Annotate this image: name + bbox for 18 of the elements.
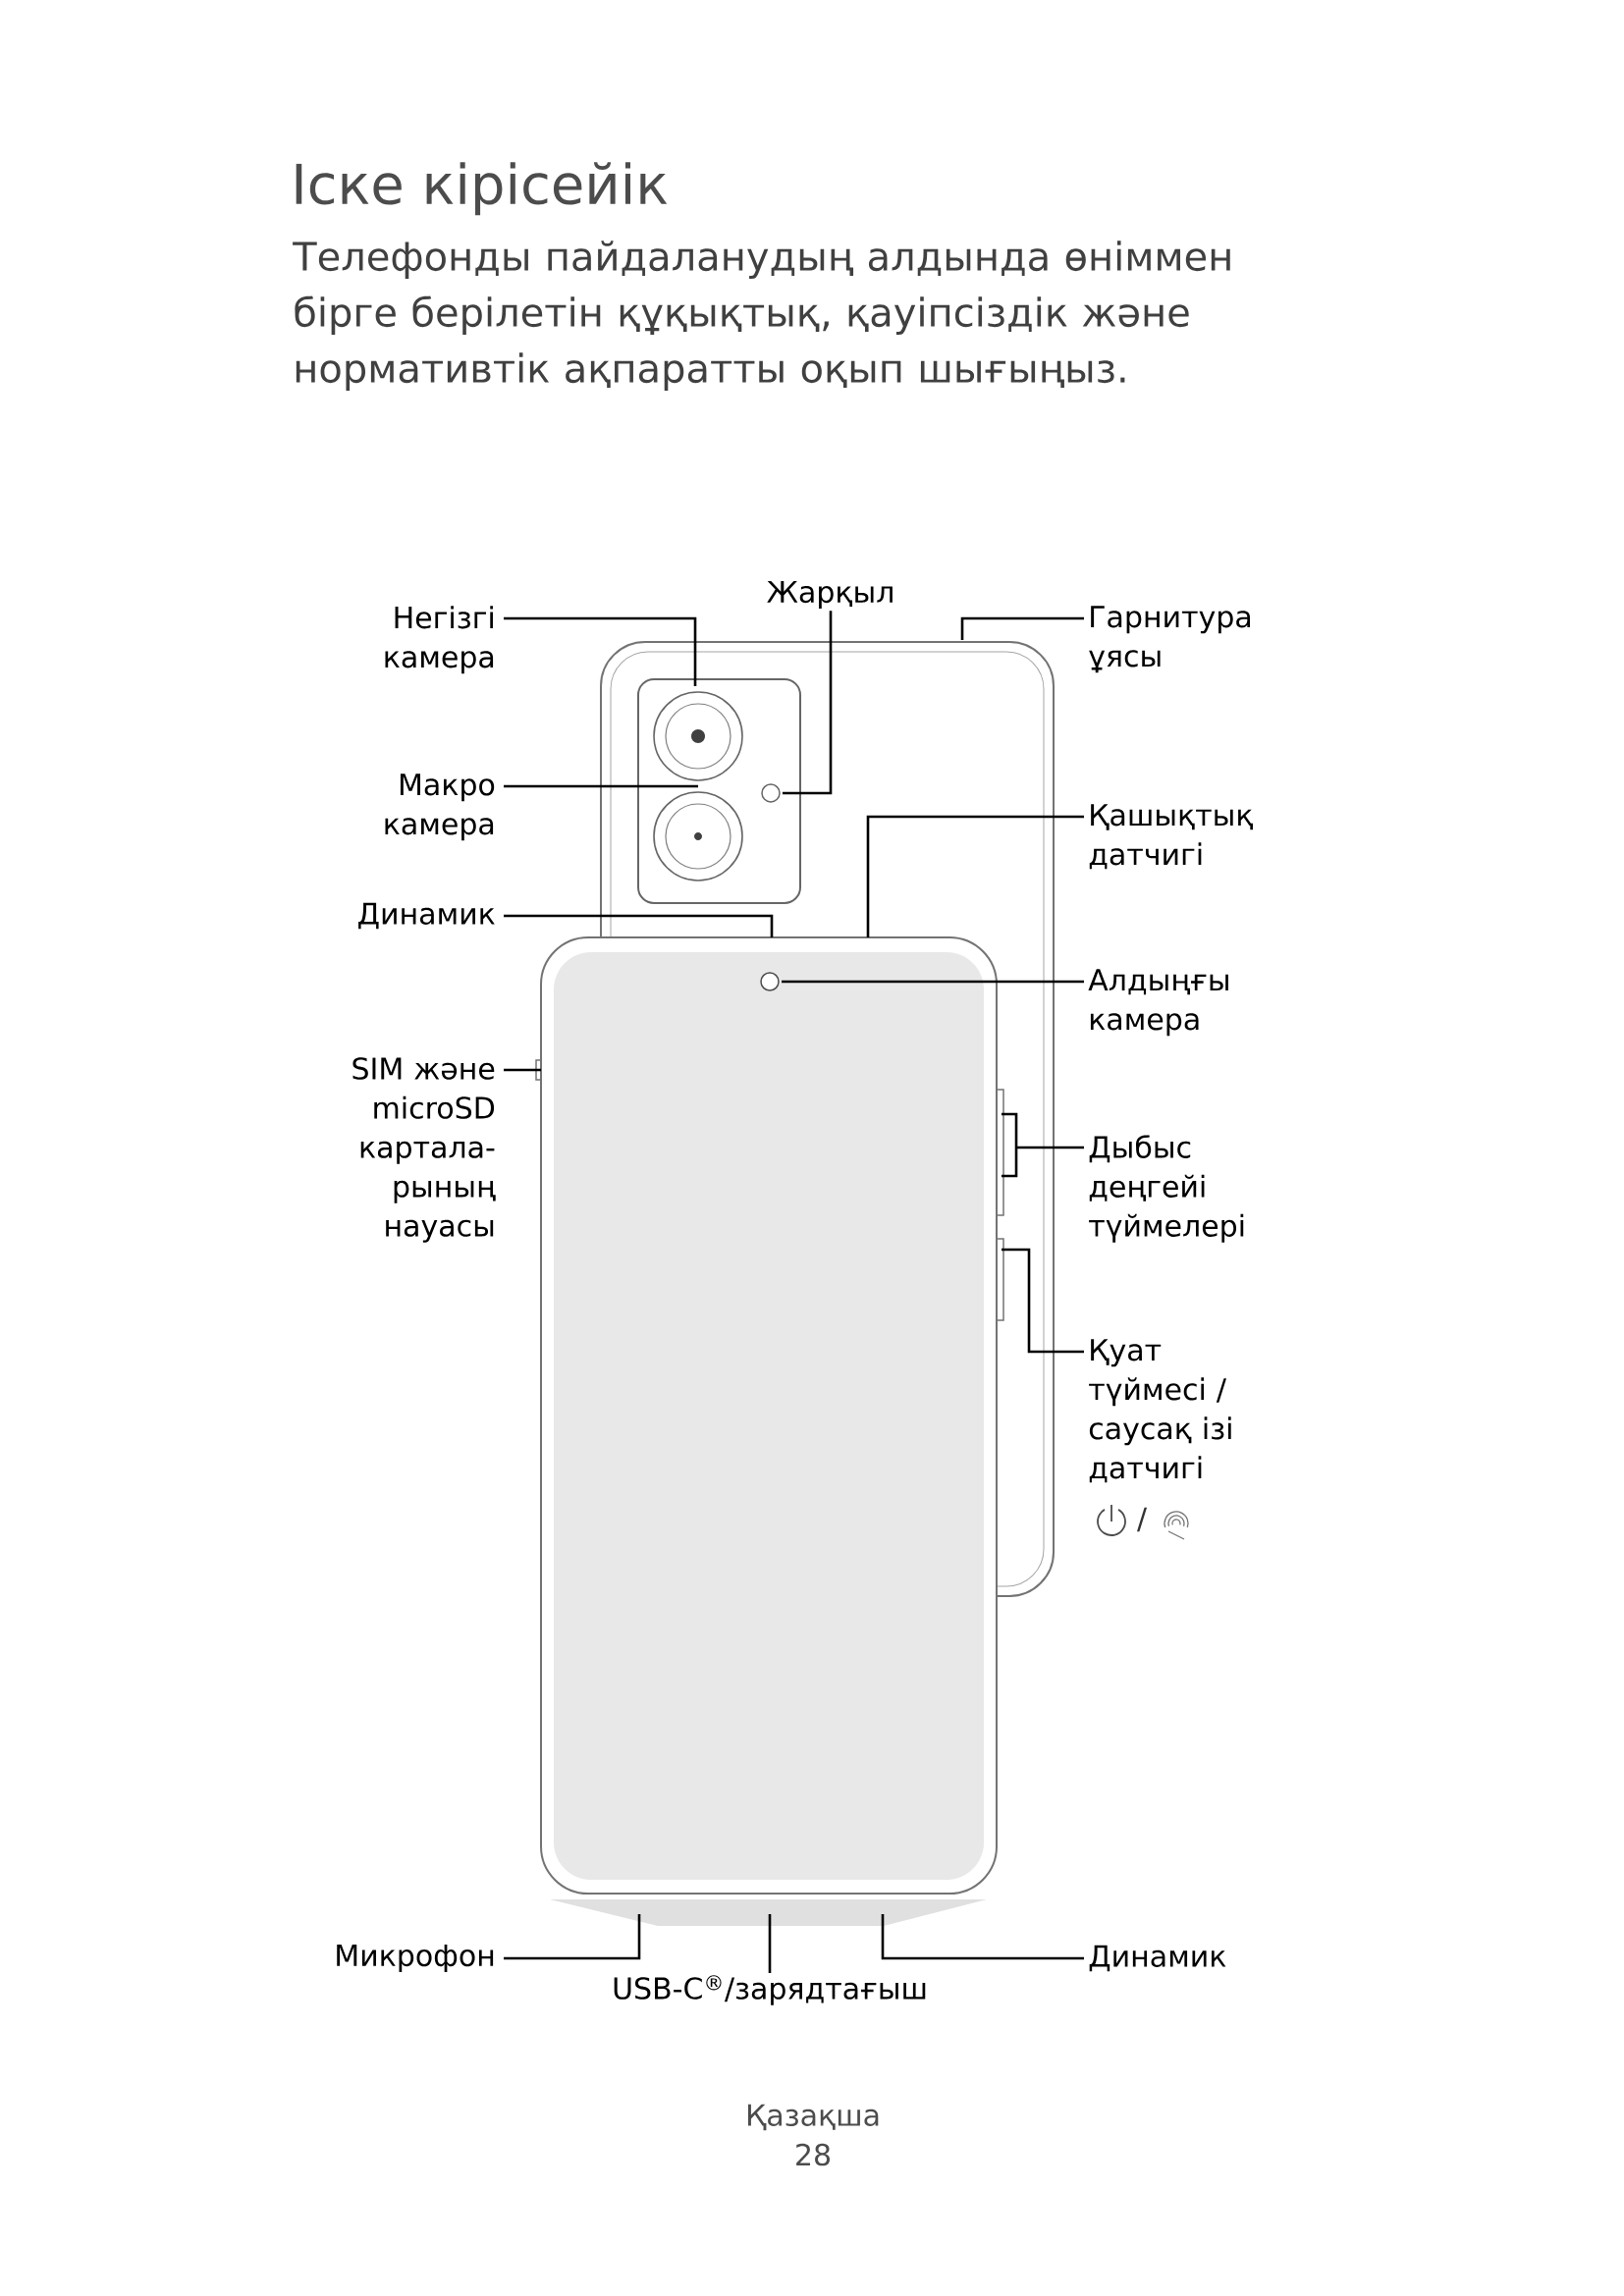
callout-label: USB-C$^{®}$/зарядтағыш (614, 1975, 926, 2005)
callout-label: SIM және microSD картала- рының науасы (352, 1057, 496, 1243)
callout-label: Негізгі камера (385, 606, 494, 674)
callout-label: Дыбыс деңгейі түймелері (1089, 1135, 1244, 1243)
callout-label: Микрофон (337, 1944, 494, 1973)
callout-label: Алдыңғы камера (1088, 969, 1228, 1037)
slash-text: / (1136, 1507, 1148, 1532)
callout-label: Динамик (358, 902, 495, 930)
callout-label: Жарқыл (767, 580, 893, 610)
page-number: 28 (796, 2143, 831, 2166)
language-label: Қазақша (747, 2104, 879, 2131)
intro-paragraph: Телефонды пайдаланудың алдында өніммен бірге берілетін құқықтық, қауіпсіздік және нормативтік ақпаратты оқып шығыңыз. (293, 240, 1230, 391)
heading: Іске кірісейік (296, 162, 668, 216)
callout-label: Қашықтық датчигі (1089, 804, 1253, 870)
callout-label: Макро камера (385, 774, 495, 841)
callout-label: Динамик (1089, 1945, 1226, 1972)
callout-label: Қуат түймесі / саусақ ізі датчигі (1089, 1339, 1231, 1483)
callout-label: Гарнитура ұясы (1089, 606, 1251, 673)
